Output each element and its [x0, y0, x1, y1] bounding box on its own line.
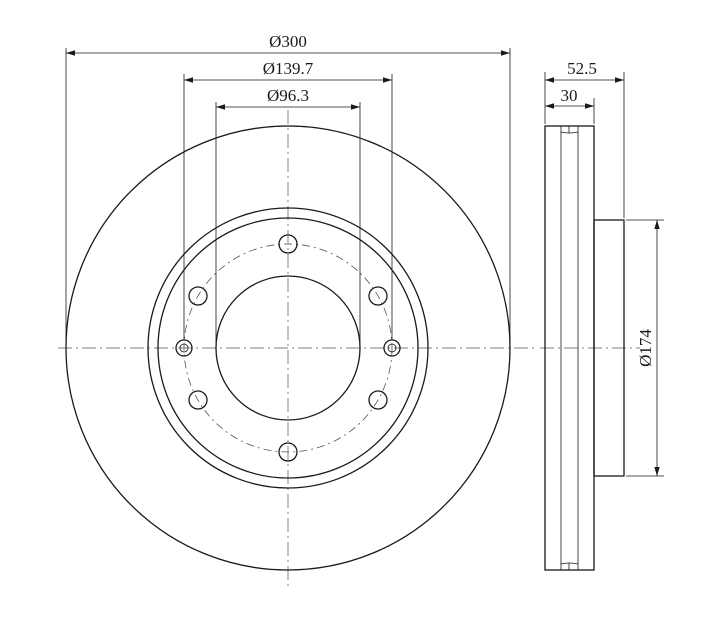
hat-outer-circle: [147, 207, 429, 489]
center-bore-label: Ø96.3: [267, 86, 309, 105]
outer-disc-circle: [65, 125, 511, 571]
bolt-hole: [278, 234, 298, 254]
bolt-holes: [175, 234, 401, 462]
bolt-circle-pcd: [183, 243, 393, 453]
dim-total-height: 52.5: [544, 59, 625, 218]
hat-diameter-label: Ø174: [636, 329, 655, 367]
bolt-hole: [368, 286, 388, 306]
front-view: Ø300 Ø139.7 Ø96.3: [58, 32, 535, 590]
bolt-hole: [188, 390, 208, 410]
disc-thickness-label: 30: [561, 86, 578, 105]
locating-hole-right-inner: [387, 343, 397, 353]
dim-center-bore: Ø96.3: [215, 86, 361, 348]
bolt-hole: [188, 286, 208, 306]
bolt-circle-label: Ø139.7: [263, 59, 314, 78]
hat-inner-circle: [157, 217, 419, 479]
locating-hole-left-inner: [179, 343, 189, 353]
bolt-hole: [368, 390, 388, 410]
bolt-hole: [278, 442, 298, 462]
dim-bolt-circle: Ø139.7: [183, 59, 393, 340]
side-view: 52.5 30 Ø174: [540, 59, 664, 571]
total-height-label: 52.5: [567, 59, 597, 78]
dim-hat-diameter: Ø174: [626, 219, 664, 477]
dim-outer-diameter: Ø300: [65, 32, 511, 345]
dim-disc-thickness: 30: [545, 86, 595, 124]
outer-diameter-label: Ø300: [269, 32, 307, 51]
